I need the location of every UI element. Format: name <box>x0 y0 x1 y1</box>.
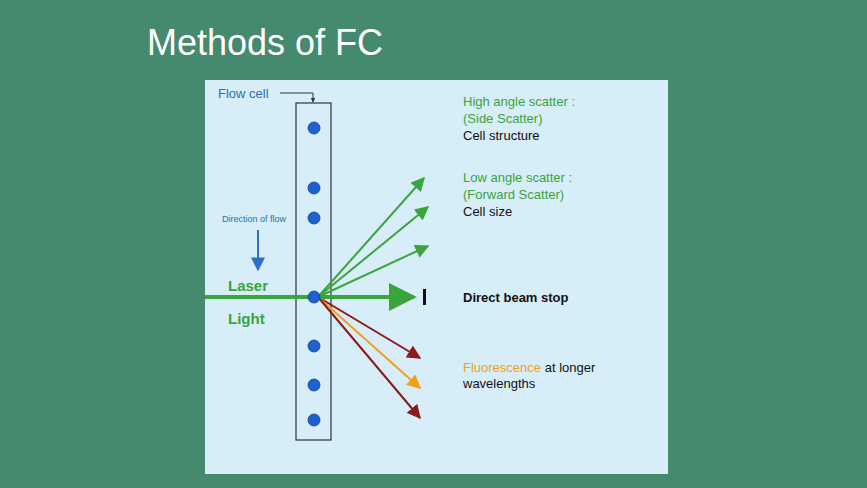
label: Light <box>228 310 265 328</box>
label: Cell size <box>463 204 512 220</box>
scatter-ray <box>318 297 420 418</box>
cell-dot <box>308 340 320 352</box>
scatter-ray <box>318 297 420 358</box>
fluorescence-note: Fluorescence at longer wavelengths <box>463 360 613 391</box>
label: Cell structure <box>463 128 540 144</box>
flow-cell <box>296 103 331 440</box>
scatter-ray <box>318 297 420 388</box>
label: Direct beam stop <box>463 290 568 306</box>
label: Fluorescence <box>463 360 541 375</box>
flow-arrow <box>257 230 259 270</box>
label: Low angle scatter : <box>463 170 572 186</box>
cell-dot <box>308 379 320 391</box>
scatter-ray <box>318 207 428 297</box>
cell-dot <box>308 414 320 426</box>
beam-stop <box>423 289 426 305</box>
scatter-ray <box>318 178 424 297</box>
label: High angle scatter : <box>463 94 575 110</box>
cells <box>308 122 320 426</box>
label: (Side Scatter) <box>463 111 542 127</box>
cell-dot <box>308 182 320 194</box>
label: Laser <box>228 277 268 295</box>
label: Direction of flow <box>222 214 286 225</box>
panel <box>205 80 668 474</box>
cell-dot <box>308 212 320 224</box>
label: Flow cell <box>218 86 269 102</box>
leader-line <box>280 93 313 102</box>
scatter-ray <box>318 246 428 297</box>
cell-dot <box>308 291 320 303</box>
label: (Forward Scatter) <box>463 187 564 203</box>
slide-title: Methods of FC <box>147 22 383 64</box>
cell-dot <box>308 122 320 134</box>
